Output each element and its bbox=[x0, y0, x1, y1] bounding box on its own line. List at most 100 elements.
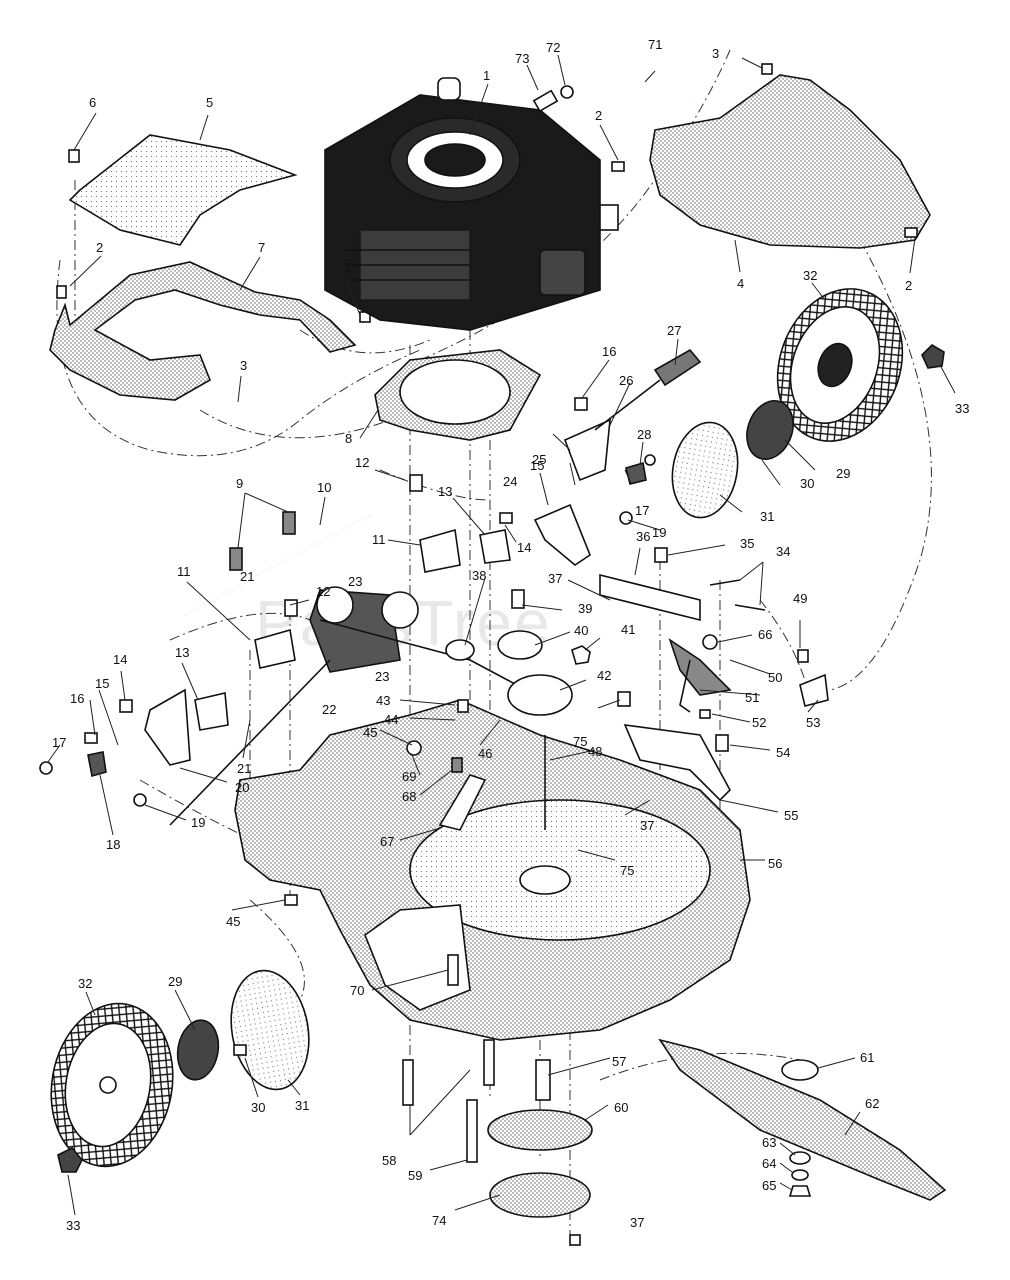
callout-30: 30 bbox=[800, 476, 814, 491]
part-54-bolt bbox=[715, 734, 729, 752]
part-51-rod bbox=[679, 659, 691, 713]
part-43-bolt bbox=[457, 699, 469, 713]
part-24-adjuster bbox=[533, 503, 591, 566]
part-37-nut-c bbox=[569, 1234, 581, 1246]
callout-42: 42 bbox=[597, 668, 611, 683]
callout-69: 69 bbox=[402, 769, 416, 784]
callout-51: 51 bbox=[745, 690, 759, 705]
callout-45: 45 bbox=[363, 725, 377, 740]
part-11-bracket-a bbox=[419, 528, 461, 573]
part-33-knob-b bbox=[57, 1147, 83, 1173]
callout-67: 67 bbox=[380, 834, 394, 849]
part-14-bolt-b bbox=[119, 699, 133, 713]
callout-31: 31 bbox=[295, 1098, 309, 1113]
callout-14: 14 bbox=[517, 540, 531, 555]
part-74-plate bbox=[489, 1172, 591, 1218]
part-15-arm bbox=[144, 688, 191, 766]
callout-46: 46 bbox=[478, 746, 492, 761]
callout-36: 36 bbox=[636, 529, 650, 544]
part-70-bolt bbox=[447, 954, 459, 986]
part-42-pulley bbox=[507, 674, 573, 716]
callout-21: 21 bbox=[237, 761, 251, 776]
callout-17: 17 bbox=[635, 503, 649, 518]
callout-18: 18 bbox=[106, 837, 120, 852]
callout-34: 34 bbox=[776, 544, 790, 559]
callout-29: 29 bbox=[168, 974, 182, 989]
part-25-arm bbox=[563, 418, 611, 482]
callout-30: 30 bbox=[251, 1100, 265, 1115]
callout-53: 53 bbox=[806, 715, 820, 730]
callout-54: 54 bbox=[776, 745, 790, 760]
callout-57: 57 bbox=[612, 1054, 626, 1069]
part-38-idler bbox=[445, 639, 475, 661]
callout-23: 23 bbox=[348, 574, 362, 589]
part-68-spring bbox=[451, 757, 463, 773]
callout-labels: 1 2 2 2 2 3 3 4 5 6 7 8 9 10 11 11 12 12… bbox=[52, 37, 969, 1233]
callout-6: 6 bbox=[89, 95, 96, 110]
callout-73: 73 bbox=[515, 51, 529, 66]
part-41-nut bbox=[571, 645, 591, 665]
part-26-rod bbox=[594, 379, 661, 431]
part-62-blade bbox=[658, 1038, 947, 1201]
callout-16: 16 bbox=[70, 691, 84, 706]
part-64-washer bbox=[791, 1169, 809, 1181]
callout-50: 50 bbox=[768, 670, 782, 685]
part-28-bushing bbox=[625, 461, 647, 485]
callout-13: 13 bbox=[438, 484, 452, 499]
callout-22: 22 bbox=[322, 702, 336, 717]
callout-37: 37 bbox=[630, 1215, 644, 1230]
callout-19: 19 bbox=[191, 815, 205, 830]
part-45-nut-a bbox=[284, 894, 298, 906]
callout-62: 62 bbox=[865, 1096, 879, 1111]
part-23-pulley-a bbox=[316, 586, 354, 624]
callout-65: 65 bbox=[762, 1178, 776, 1193]
part-18-bushing bbox=[87, 751, 107, 778]
callout-44: 44 bbox=[384, 712, 398, 727]
part-13-pivot-a bbox=[479, 529, 511, 564]
part-30-bolt-b bbox=[233, 1044, 247, 1056]
callout-10: 10 bbox=[317, 480, 331, 495]
callout-72: 72 bbox=[546, 40, 560, 55]
callout-14: 14 bbox=[113, 652, 127, 667]
callout-55: 55 bbox=[784, 808, 798, 823]
callout-61: 61 bbox=[860, 1050, 874, 1065]
part-2-bolt-c bbox=[611, 161, 625, 172]
callout-28: 28 bbox=[637, 427, 651, 442]
part-12-bolt-a bbox=[409, 474, 423, 492]
callout-11: 11 bbox=[372, 532, 386, 547]
callout-8: 8 bbox=[345, 431, 352, 446]
callout-68: 68 bbox=[402, 789, 416, 804]
callout-49: 49 bbox=[793, 591, 807, 606]
callout-70: 70 bbox=[350, 983, 364, 998]
part-67-clip bbox=[438, 774, 487, 831]
part-10-rod-hi bbox=[184, 514, 371, 616]
part-14-bolt-a bbox=[499, 512, 513, 524]
callout-15: 15 bbox=[95, 676, 109, 691]
part-5-cover bbox=[68, 134, 298, 246]
callout-71: 71 bbox=[648, 37, 662, 52]
callout-4: 4 bbox=[737, 276, 744, 291]
part-13-pivot-b bbox=[194, 692, 229, 731]
callout-75: 75 bbox=[573, 734, 587, 749]
wheel-rear-right bbox=[776, 288, 904, 442]
callout-7: 7 bbox=[258, 240, 265, 255]
part-58-bolt-b bbox=[483, 1039, 495, 1086]
part-9-spring-a bbox=[229, 547, 243, 571]
callout-2: 2 bbox=[96, 240, 103, 255]
callout-19: 19 bbox=[652, 525, 666, 540]
part-3-bolt-a bbox=[761, 63, 773, 75]
part-17-ring-a bbox=[644, 454, 656, 466]
callout-39: 39 bbox=[578, 601, 592, 616]
callout-11: 11 bbox=[177, 564, 191, 579]
callout-33: 33 bbox=[955, 401, 969, 416]
callout-32: 32 bbox=[803, 268, 817, 283]
callout-26: 26 bbox=[619, 373, 633, 388]
callout-27: 27 bbox=[667, 323, 681, 338]
part-6-bolt bbox=[68, 149, 80, 163]
callout-37: 37 bbox=[548, 571, 562, 586]
wheel-front-left bbox=[50, 1002, 174, 1168]
part-72-clamp bbox=[560, 85, 574, 99]
callout-56: 56 bbox=[768, 856, 782, 871]
callout-64: 64 bbox=[762, 1156, 776, 1171]
